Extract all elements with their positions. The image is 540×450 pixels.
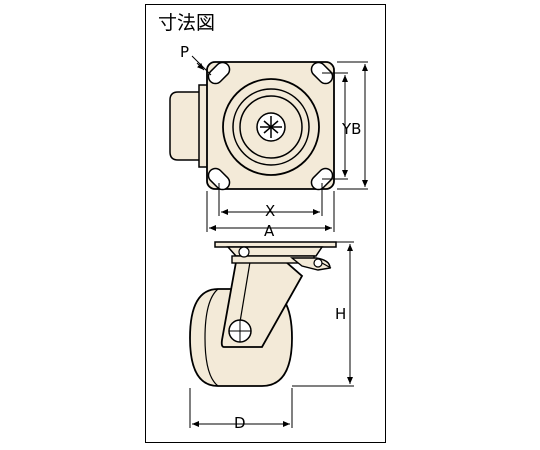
label-d: D [234, 414, 246, 432]
label-a: A [264, 222, 275, 240]
bolt-hole-bl [207, 167, 231, 191]
brake-housing [169, 91, 208, 161]
kingpin-cross [260, 116, 282, 138]
side-view [189, 241, 354, 428]
page-title: 寸法図 [158, 12, 216, 34]
middle-ring [232, 88, 310, 166]
top-view [169, 55, 368, 232]
inner-ring [239, 95, 303, 159]
label-x: X [265, 202, 275, 220]
bolt-hole-tl [207, 61, 231, 85]
label-yb: YB [341, 120, 361, 138]
label-h: H [335, 305, 346, 323]
label-p: P [180, 43, 189, 61]
